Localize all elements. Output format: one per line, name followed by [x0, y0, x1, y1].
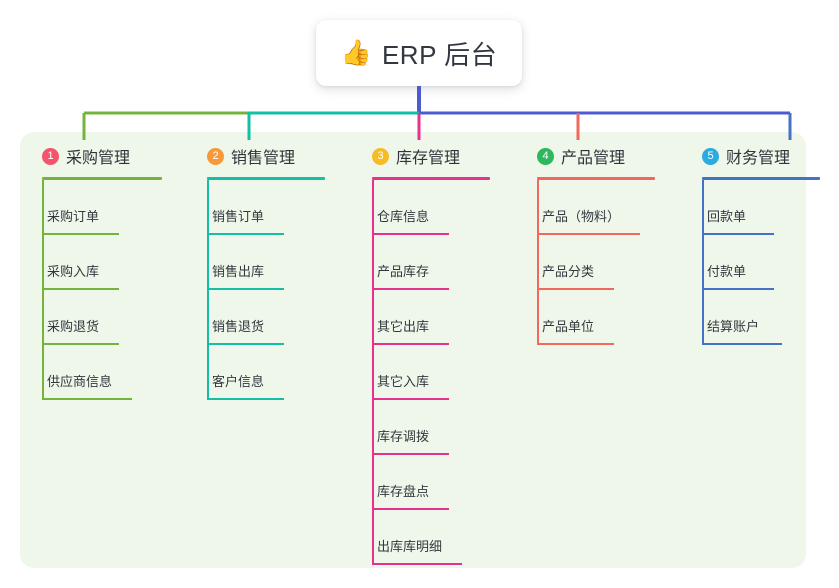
leaf-item[interactable]: 回款单 [680, 180, 820, 235]
column-销售管理: 2 销售管理销售订单销售出库销售退货客户信息 [185, 144, 325, 400]
leaf-item-rule [702, 233, 774, 235]
column-index-badge: 1 [42, 147, 59, 165]
diagram-panel [20, 132, 806, 568]
leaf-item-rule [537, 343, 614, 345]
column-header[interactable]: 5 财务管理 [680, 144, 820, 168]
column-title: 财务管理 [726, 150, 791, 167]
leaf-item-label: 库存盘点 [377, 484, 430, 499]
column-header-rule [207, 177, 325, 180]
column-trunk-line [42, 180, 44, 400]
column-header-rule [537, 177, 655, 180]
leaf-item[interactable]: 结算账户 [680, 290, 820, 345]
leaf-item-label: 回款单 [707, 209, 747, 224]
leaf-item-label: 销售订单 [212, 209, 265, 224]
leaf-item-rule [702, 343, 782, 345]
leaf-item[interactable]: 产品单位 [515, 290, 655, 345]
column-trunk-line [207, 180, 209, 400]
column-库存管理: 3 库存管理仓库信息产品库存其它出库其它入库库存调拨库存盘点出库库明细 [350, 144, 490, 565]
leaf-item[interactable]: 库存盘点 [350, 455, 490, 510]
leaf-item[interactable]: 其它出库 [350, 290, 490, 345]
leaf-item-rule [372, 563, 462, 565]
leaf-item[interactable]: 产品库存 [350, 235, 490, 290]
leaf-item-rule [372, 398, 449, 400]
leaf-item-rule [372, 288, 449, 290]
leaf-item-label: 销售退货 [212, 319, 265, 334]
column-采购管理: 1 采购管理采购订单采购入库采购退货供应商信息 [20, 144, 162, 400]
column-财务管理: 5 财务管理回款单付款单结算账户 [680, 144, 820, 345]
column-header[interactable]: 4 产品管理 [515, 144, 655, 168]
column-trunk-line [537, 180, 539, 345]
leaf-item-rule [702, 288, 774, 290]
leaf-item-label: 产品单位 [542, 319, 595, 334]
leaf-item[interactable]: 采购订单 [20, 180, 162, 235]
leaf-item-rule [207, 288, 284, 290]
leaf-item-rule [372, 233, 449, 235]
column-index-badge: 2 [207, 147, 224, 165]
column-index-badge: 5 [702, 147, 719, 165]
column-title: 库存管理 [396, 150, 461, 167]
leaf-item[interactable]: 产品分类 [515, 235, 655, 290]
leaf-item[interactable]: 产品（物料） [515, 180, 655, 235]
leaf-item[interactable]: 采购退货 [20, 290, 162, 345]
column-header[interactable]: 3 库存管理 [350, 144, 490, 168]
column-title: 销售管理 [231, 150, 296, 167]
leaf-item-label: 付款单 [707, 264, 747, 279]
leaf-item-label: 库存调拨 [377, 429, 430, 444]
leaf-item-rule [42, 233, 119, 235]
leaf-item-label: 结算账户 [707, 319, 760, 334]
column-index-badge: 4 [537, 147, 554, 165]
leaf-item-rule [207, 233, 284, 235]
thumbs-up-icon: 👍 [340, 38, 372, 67]
leaf-item-label: 采购订单 [47, 209, 100, 224]
leaf-item-label: 产品（物料） [542, 209, 621, 224]
column-index-badge: 3 [372, 147, 389, 165]
leaf-item-label: 采购退货 [47, 319, 100, 334]
column-trunk-line [372, 180, 374, 565]
leaf-item-rule [537, 288, 614, 290]
leaf-item[interactable]: 供应商信息 [20, 345, 162, 400]
leaf-item-label: 出库库明细 [377, 539, 443, 554]
column-header-rule [702, 177, 820, 180]
leaf-item-rule [207, 398, 284, 400]
leaf-item-label: 其它出库 [377, 319, 430, 334]
leaf-item-label: 销售出库 [212, 264, 265, 279]
root-node-card[interactable]: 👍 ERP 后台 [316, 20, 522, 86]
leaf-item-label: 供应商信息 [47, 374, 113, 389]
column-header-rule [42, 177, 162, 180]
leaf-item-label: 产品库存 [377, 264, 430, 279]
leaf-item[interactable]: 销售出库 [185, 235, 325, 290]
leaf-item-label: 客户信息 [212, 374, 265, 389]
leaf-item-label: 采购入库 [47, 264, 100, 279]
root-node-title: ERP 后台 [381, 39, 498, 70]
leaf-item-rule [42, 343, 119, 345]
leaf-item-label: 产品分类 [542, 264, 595, 279]
leaf-item[interactable]: 销售退货 [185, 290, 325, 345]
leaf-item[interactable]: 库存调拨 [350, 400, 490, 455]
leaf-item-rule [207, 343, 284, 345]
leaf-item-rule [372, 453, 449, 455]
leaf-item-rule [42, 398, 132, 400]
column-header-rule [372, 177, 490, 180]
column-header[interactable]: 2 销售管理 [185, 144, 325, 168]
leaf-item-rule [372, 343, 449, 345]
column-title: 采购管理 [66, 150, 131, 167]
leaf-item[interactable]: 客户信息 [185, 345, 325, 400]
leaf-item-label: 仓库信息 [377, 209, 430, 224]
leaf-item-rule [537, 233, 640, 235]
leaf-item[interactable]: 出库库明细 [350, 510, 490, 565]
leaf-item[interactable]: 销售订单 [185, 180, 325, 235]
leaf-item[interactable]: 仓库信息 [350, 180, 490, 235]
leaf-item[interactable]: 其它入库 [350, 345, 490, 400]
column-产品管理: 4 产品管理产品（物料） 产品分类产品单位 [515, 144, 655, 345]
column-trunk-line [702, 180, 704, 345]
leaf-item-label: 其它入库 [377, 374, 430, 389]
leaf-item-rule [42, 288, 119, 290]
leaf-item[interactable]: 付款单 [680, 235, 820, 290]
column-header[interactable]: 1 采购管理 [20, 144, 162, 168]
leaf-item-rule [372, 508, 449, 510]
column-title: 产品管理 [561, 150, 626, 167]
leaf-item[interactable]: 采购入库 [20, 235, 162, 290]
